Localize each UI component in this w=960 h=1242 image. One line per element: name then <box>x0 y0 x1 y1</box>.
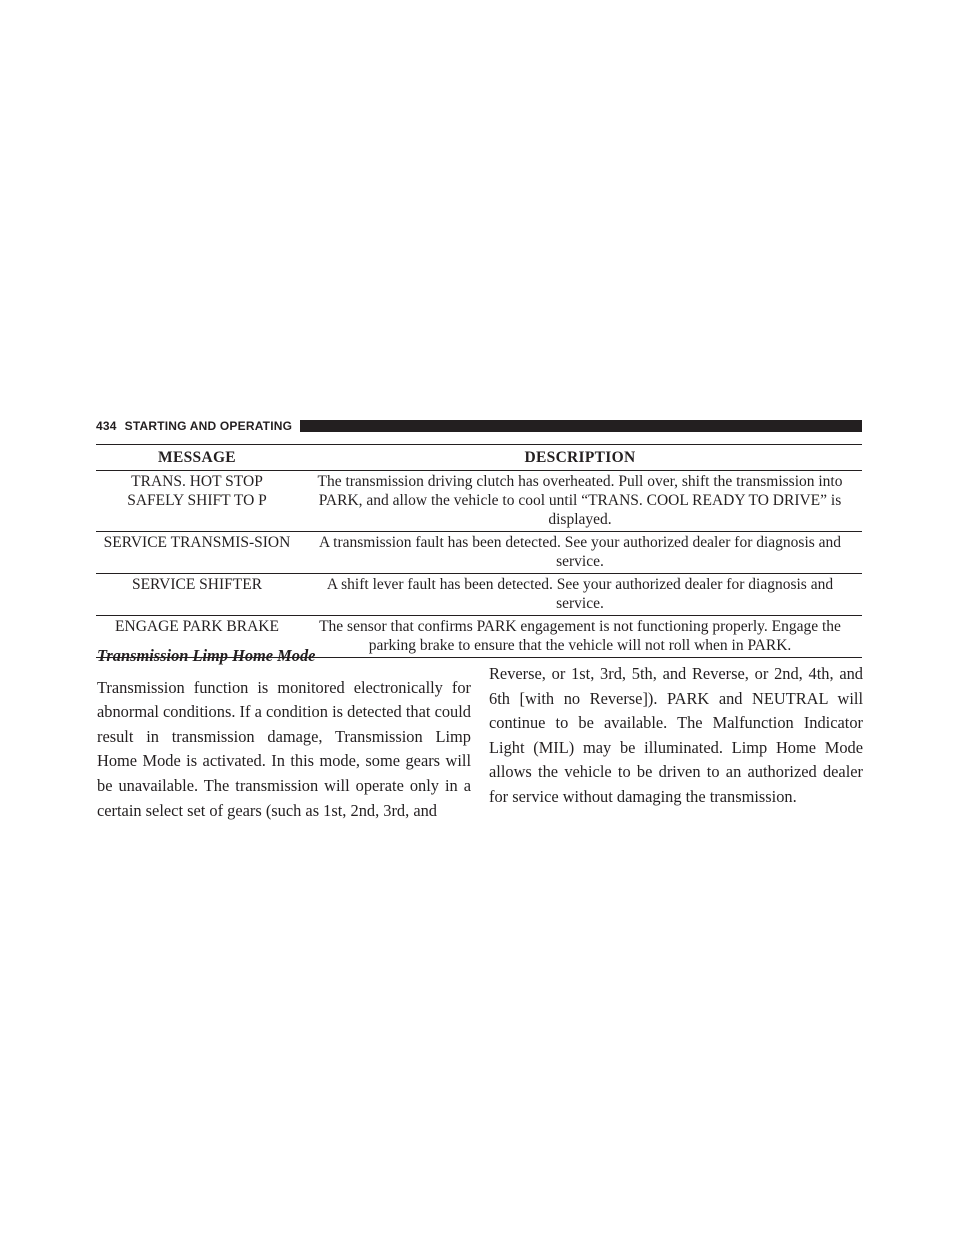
right-column: Reverse, or 1st, 3rd, 5th, and Reverse, … <box>489 662 863 810</box>
left-column: Transmission Limp Home Mode Transmission… <box>97 644 471 823</box>
column-header-message: MESSAGE <box>96 444 298 471</box>
header-rule <box>300 420 862 432</box>
left-paragraph: Transmission function is monitored elect… <box>97 677 471 820</box>
right-paragraph: Reverse, or 1st, 3rd, 5th, and Reverse, … <box>489 664 863 806</box>
table-header-row: MESSAGE DESCRIPTION <box>96 444 862 471</box>
table-row: ENGAGE PARK BRAKE The sensor that confir… <box>96 615 862 658</box>
table-row: TRANS. HOT STOP SAFELY SHIFT TO P The tr… <box>96 470 862 532</box>
section-title: STARTING AND OPERATING <box>124 419 293 433</box>
message-cell: ENGAGE PARK BRAKE <box>96 615 298 658</box>
table-row: SERVICE TRANSMIS-SION A transmission fau… <box>96 531 862 574</box>
description-cell: A transmission fault has been detected. … <box>298 531 862 574</box>
section-heading: Transmission Limp Home Mode <box>97 646 316 665</box>
message-cell: SERVICE TRANSMIS-SION <box>96 531 298 574</box>
page-number: 434 <box>96 419 117 433</box>
description-cell: The transmission driving clutch has over… <box>298 470 862 532</box>
message-cell: SERVICE SHIFTER <box>96 573 298 616</box>
description-cell: A shift lever fault has been detected. S… <box>298 573 862 616</box>
message-cell: TRANS. HOT STOP SAFELY SHIFT TO P <box>96 470 298 532</box>
description-cell: The sensor that confirms PARK engagement… <box>298 615 862 658</box>
column-header-description: DESCRIPTION <box>298 444 862 471</box>
message-table: MESSAGE DESCRIPTION TRANS. HOT STOP SAFE… <box>96 444 862 658</box>
table-row: SERVICE SHIFTER A shift lever fault has … <box>96 573 862 616</box>
page-header: 434 STARTING AND OPERATING <box>96 419 862 433</box>
